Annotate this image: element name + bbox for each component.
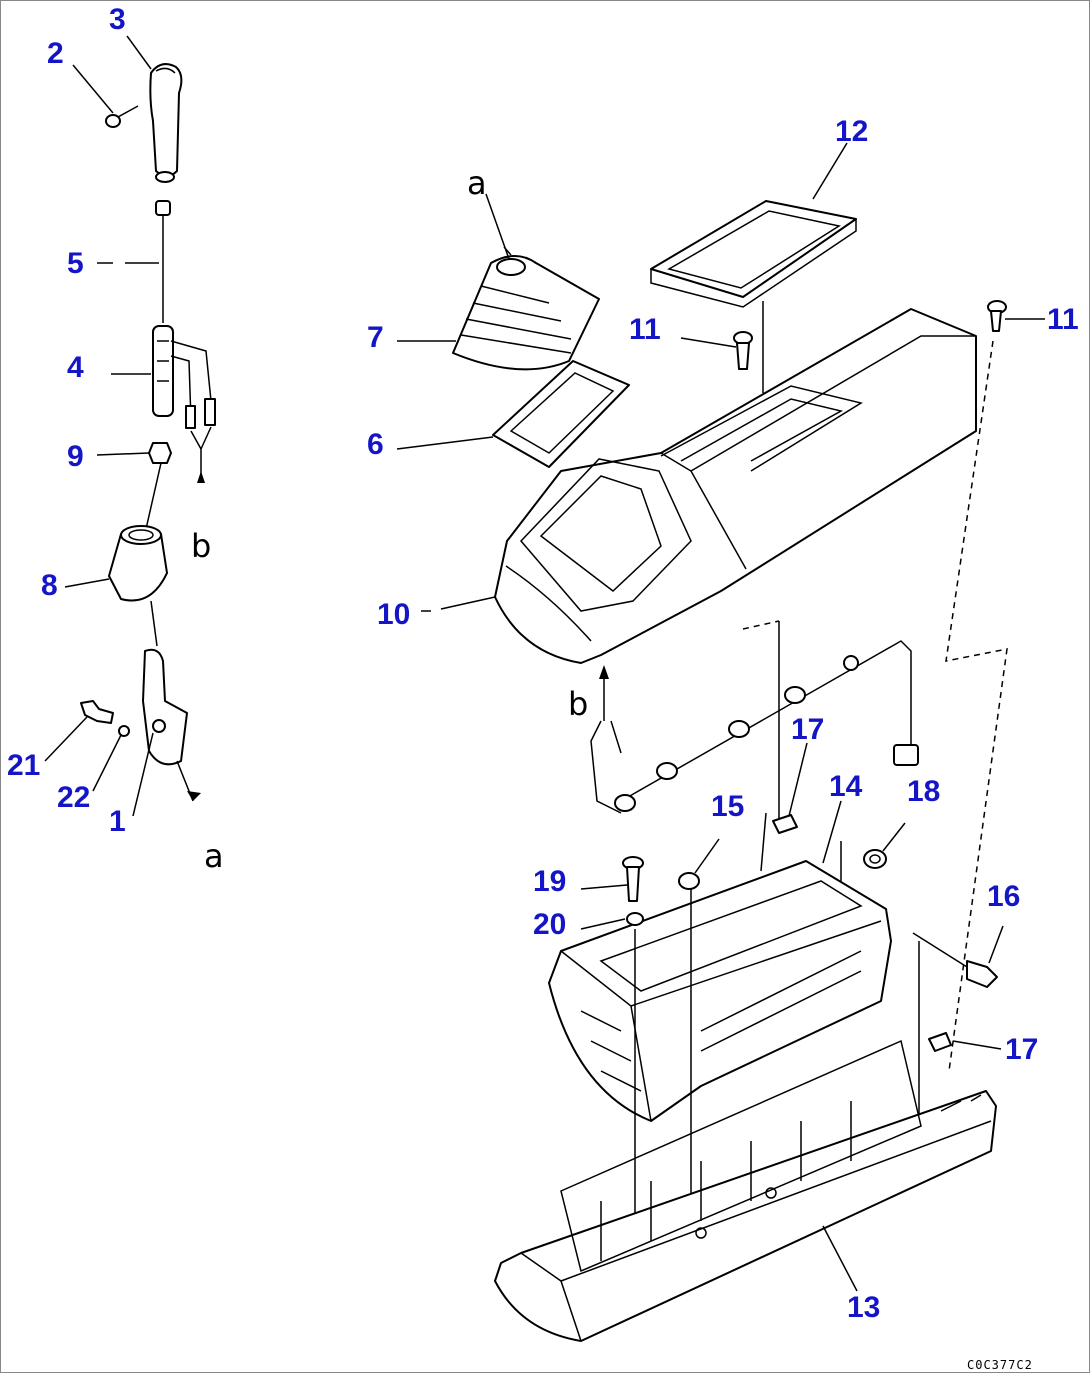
screw-11-right <box>987 300 1007 332</box>
switch <box>152 325 216 450</box>
callout-1: 1 <box>109 805 126 838</box>
bolt-21 <box>80 700 114 724</box>
callout-10: 10 <box>377 598 410 631</box>
callout-6: 6 <box>367 428 384 461</box>
callout-21: 21 <box>7 749 40 782</box>
cover-12 <box>650 200 857 308</box>
nut <box>148 442 172 464</box>
callout-17-top: 17 <box>791 713 824 746</box>
base-tray-13 <box>494 1039 997 1342</box>
frame-14 <box>548 812 892 1122</box>
callout-5: 5 <box>67 247 84 280</box>
callout-13: 13 <box>847 1291 880 1324</box>
callout-14: 14 <box>829 770 863 803</box>
console-10 <box>494 308 977 664</box>
knob <box>149 63 183 183</box>
callout-12: 12 <box>835 115 868 148</box>
washer-20 <box>626 912 644 926</box>
callout-20: 20 <box>533 908 566 941</box>
callout-22: 22 <box>57 781 90 814</box>
clip-17-right <box>928 1032 952 1052</box>
callout-4: 4 <box>67 351 84 384</box>
plug-15 <box>678 872 700 890</box>
bolt-19 <box>622 856 644 902</box>
ref-b-left: b <box>191 527 211 565</box>
callout-18: 18 <box>907 775 940 808</box>
callout-9: 9 <box>67 440 84 473</box>
callout-16: 16 <box>987 880 1020 913</box>
callout-11-right: 11 <box>1047 303 1079 336</box>
screw-11-center <box>733 331 753 370</box>
callout-19: 19 <box>533 865 566 898</box>
boot-7 <box>452 255 600 371</box>
lever <box>142 648 201 802</box>
callout-15: 15 <box>711 790 744 823</box>
bolt-16 <box>966 960 998 988</box>
callout-17-right: 17 <box>1005 1033 1038 1066</box>
callout-8: 8 <box>41 569 58 602</box>
plate-6 <box>492 360 630 468</box>
leader-lines <box>44 35 1045 1292</box>
callout-7: 7 <box>367 321 384 354</box>
ref-a-bottom: a <box>204 837 224 875</box>
drawing-code: C0C377C2 <box>967 1358 1033 1372</box>
ref-b-center: b <box>568 685 588 723</box>
boot <box>108 525 168 602</box>
ref-a-top: a <box>467 164 487 202</box>
callout-2: 2 <box>47 37 64 70</box>
grommet-18 <box>863 849 887 869</box>
arrow-b-left <box>197 449 205 483</box>
clip-17-top <box>772 814 798 834</box>
callout-3: 3 <box>109 3 126 36</box>
arrow-b-center <box>599 665 609 721</box>
callout-11-center: 11 <box>629 313 661 346</box>
washer-22 <box>118 725 130 737</box>
pin <box>105 105 139 128</box>
harness <box>590 640 919 814</box>
cable <box>155 200 171 323</box>
